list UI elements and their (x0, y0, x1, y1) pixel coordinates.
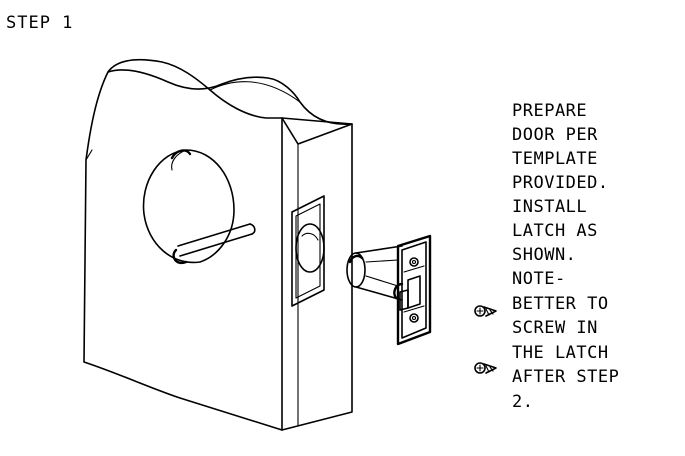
instruction-line: 2. (512, 392, 533, 412)
instruction-line: NOTE- (512, 269, 566, 289)
instruction-line: DOOR PER (512, 125, 598, 145)
instruction-line: BETTER TO (512, 294, 609, 314)
instruction-line: THE LATCH (512, 343, 609, 363)
screw-icon (474, 362, 497, 374)
instruction-line: INSTALL (512, 197, 587, 217)
instruction-line: SHOWN. (512, 245, 576, 265)
latch-icon (346, 234, 432, 346)
step-title: STEP 1 (6, 13, 73, 33)
door-slab-icon (83, 58, 353, 431)
instruction-line: PREPARE (512, 101, 587, 121)
instruction-line: PROVIDED. (512, 173, 609, 193)
instruction-text: PREPARE DOOR PER TEMPLATE PROVIDED. INST… (512, 101, 619, 412)
edge-bore-icon (291, 195, 325, 307)
cross-bore-icon (142, 149, 256, 265)
instruction-line: LATCH AS (512, 221, 598, 241)
instruction-line: TEMPLATE (512, 149, 598, 169)
screw-icon (474, 305, 497, 317)
instruction-line: AFTER STEP (512, 367, 619, 387)
instruction-line: SCREW IN (512, 318, 598, 338)
